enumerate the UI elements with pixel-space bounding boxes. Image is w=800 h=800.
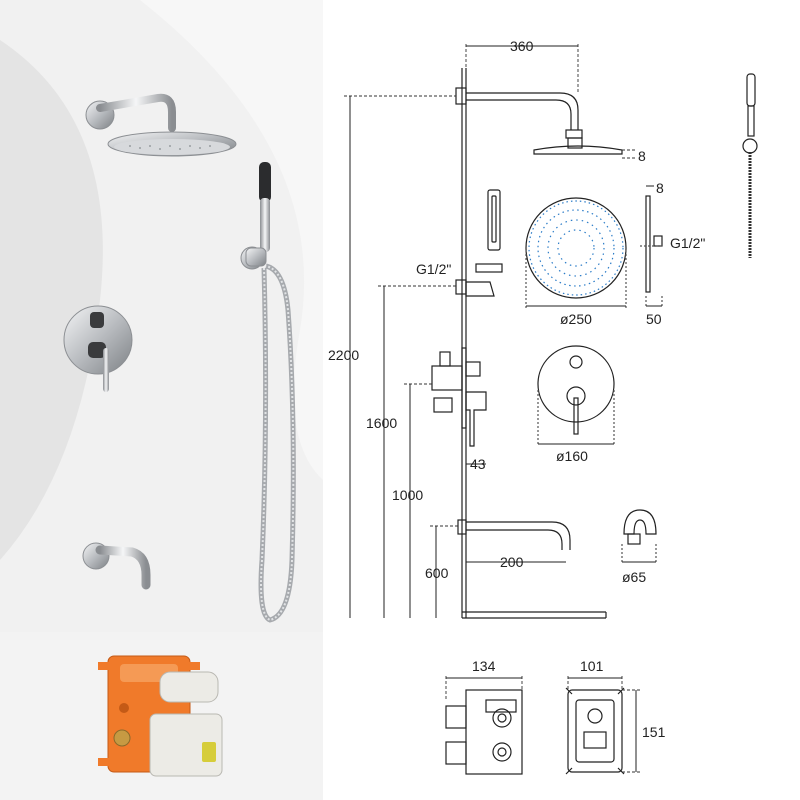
background-swoosh — [0, 40, 103, 560]
label-outlet-height: 1600 — [366, 415, 397, 431]
box-side-view — [445, 689, 523, 775]
label-head-thread: G1/2" — [670, 235, 705, 251]
head-side-view — [640, 195, 663, 308]
label-head-diameter: ø250 — [560, 311, 592, 327]
label-mixer-height: 1000 — [392, 487, 423, 503]
label-spout-height: 600 — [425, 565, 449, 581]
box-front-view — [565, 687, 625, 775]
label-head-depth: 8 — [656, 180, 664, 196]
hand-shower-detail-view — [742, 73, 758, 258]
label-total-height: 2200 — [328, 347, 359, 363]
label-box-depth: 134 — [472, 658, 496, 674]
shower-head-photo — [85, 93, 237, 157]
technical-drawing: 360 8 8 G1/2" G1/2" 2200 1600 1000 600 4… — [323, 0, 800, 800]
mixer-front-view — [537, 345, 615, 446]
concealed-box-photo — [0, 632, 323, 800]
label-arm-projection: 50 — [646, 311, 662, 327]
label-arm-length: 360 — [510, 38, 534, 54]
head-front-view — [525, 197, 627, 308]
product-photo-panel — [0, 0, 323, 800]
shower-arm-side-view — [455, 87, 623, 155]
label-spout-length: 200 — [500, 554, 524, 570]
mixer-photo — [63, 305, 133, 392]
label-valve-depth: 43 — [470, 456, 486, 472]
label-mixer-plate-diameter: ø160 — [556, 448, 588, 464]
label-spout-flange-diameter: ø65 — [622, 569, 646, 585]
hand-shower-photo — [240, 162, 296, 623]
label-head-thickness: 8 — [638, 148, 646, 164]
label-box-height: 151 — [642, 724, 666, 740]
valve-side-view — [431, 347, 487, 447]
label-hose-outlet-thread: G1/2" — [416, 261, 451, 277]
hand-shower-side-view — [455, 189, 503, 297]
label-box-width: 101 — [580, 658, 604, 674]
shower-set-photo — [0, 0, 323, 632]
concealed-box-image — [98, 655, 223, 777]
spout-photo — [82, 542, 151, 590]
spout-side-view — [457, 519, 571, 550]
spout-front-view — [621, 509, 657, 564]
